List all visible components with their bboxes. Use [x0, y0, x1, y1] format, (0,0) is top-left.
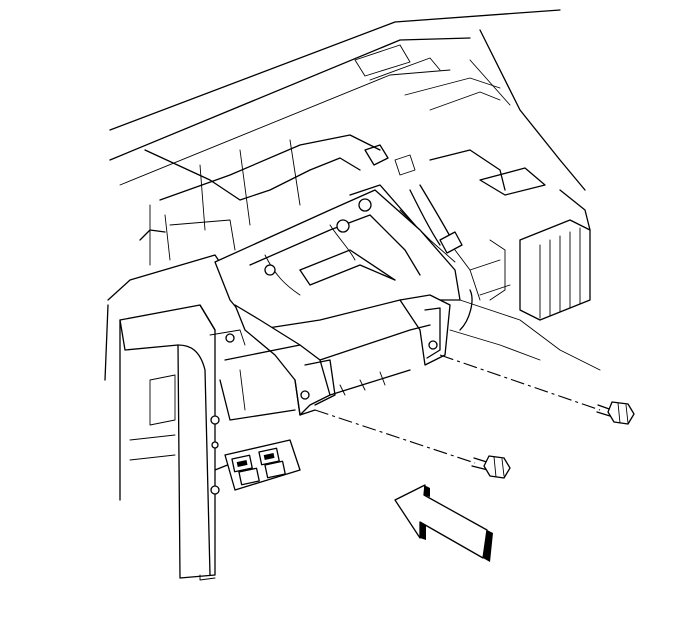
lower-bolt-guide-line — [314, 409, 476, 464]
right-dash-assembly — [429, 149, 601, 371]
upper-bolt — [439, 354, 635, 425]
bracket-left-leg — [234, 304, 336, 416]
dash-mid-structure — [104, 134, 381, 381]
left-pillar-panel — [119, 304, 246, 581]
bracket-right-leg — [399, 294, 451, 366]
switch-panel — [224, 439, 301, 491]
upper-dash-panel — [109, 9, 586, 241]
direction-arrow — [394, 484, 493, 562]
wiring-harness — [364, 144, 481, 331]
lower-bolt — [314, 409, 511, 479]
upper-bolt-guide-line — [439, 354, 601, 411]
support-bracket — [214, 184, 461, 331]
